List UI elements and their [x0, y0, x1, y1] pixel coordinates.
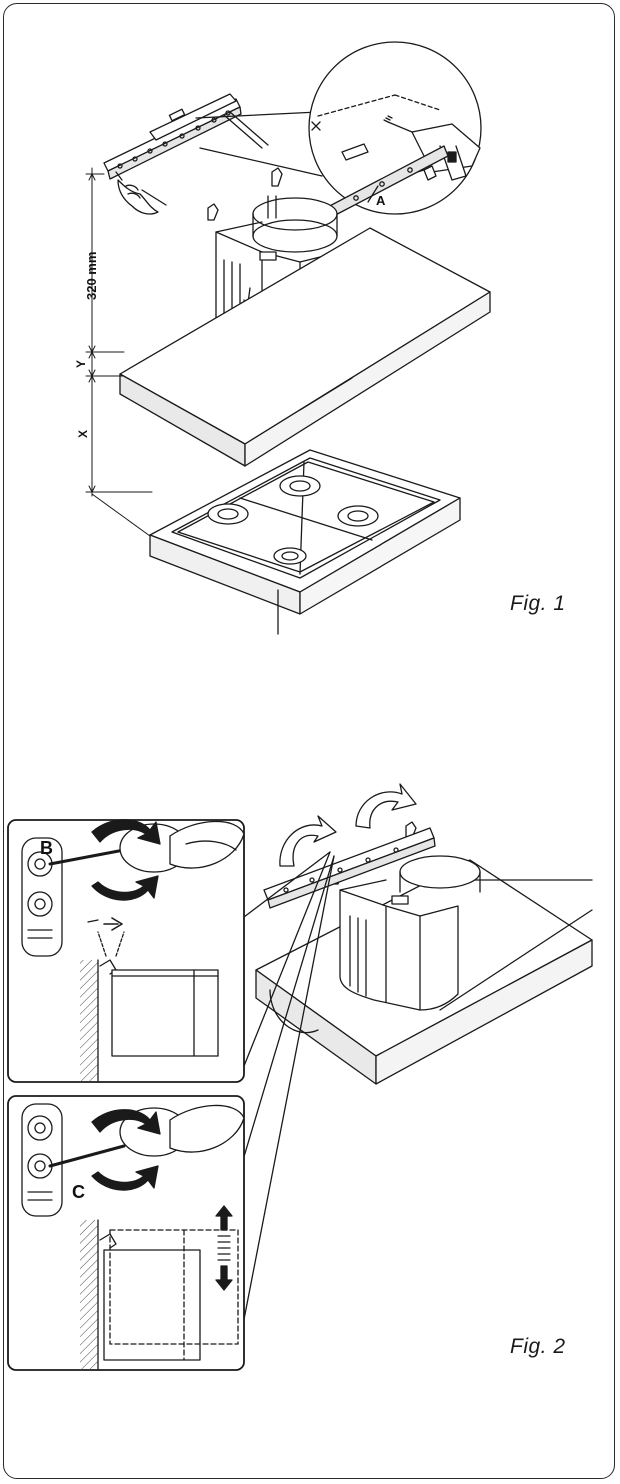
dimension-320-label: 320 mm: [84, 252, 99, 300]
dimension-x-label: X: [76, 430, 90, 438]
mounting-bar-with-level: [103, 93, 269, 180]
dimension-y-label: Y: [74, 360, 88, 368]
gas-cooktop: [149, 449, 461, 635]
figure-1-caption: Fig. 1: [510, 592, 566, 615]
hand-marking-wall: [115, 171, 167, 215]
figure-2-illustration: B C: [7, 783, 593, 1371]
callout-c-label: C: [72, 1182, 85, 1202]
hood-canopy: [119, 227, 491, 467]
mounting-bracket-fig2: [263, 827, 436, 909]
callout-a-label: A: [376, 193, 386, 208]
callout-b-label: B: [40, 838, 53, 858]
detail-circle-drilling: [308, 41, 482, 221]
hood-motor-unit-fig2: [331, 821, 481, 1011]
dimension-lines: [85, 167, 153, 537]
page-frame: [3, 3, 615, 1479]
detail-box-c: [7, 1095, 245, 1371]
figure-2-caption: Fig. 2: [510, 1335, 566, 1358]
detail-box-b: [7, 819, 245, 1083]
figure-1-illustration: 320 mm Y X A: [74, 41, 491, 635]
